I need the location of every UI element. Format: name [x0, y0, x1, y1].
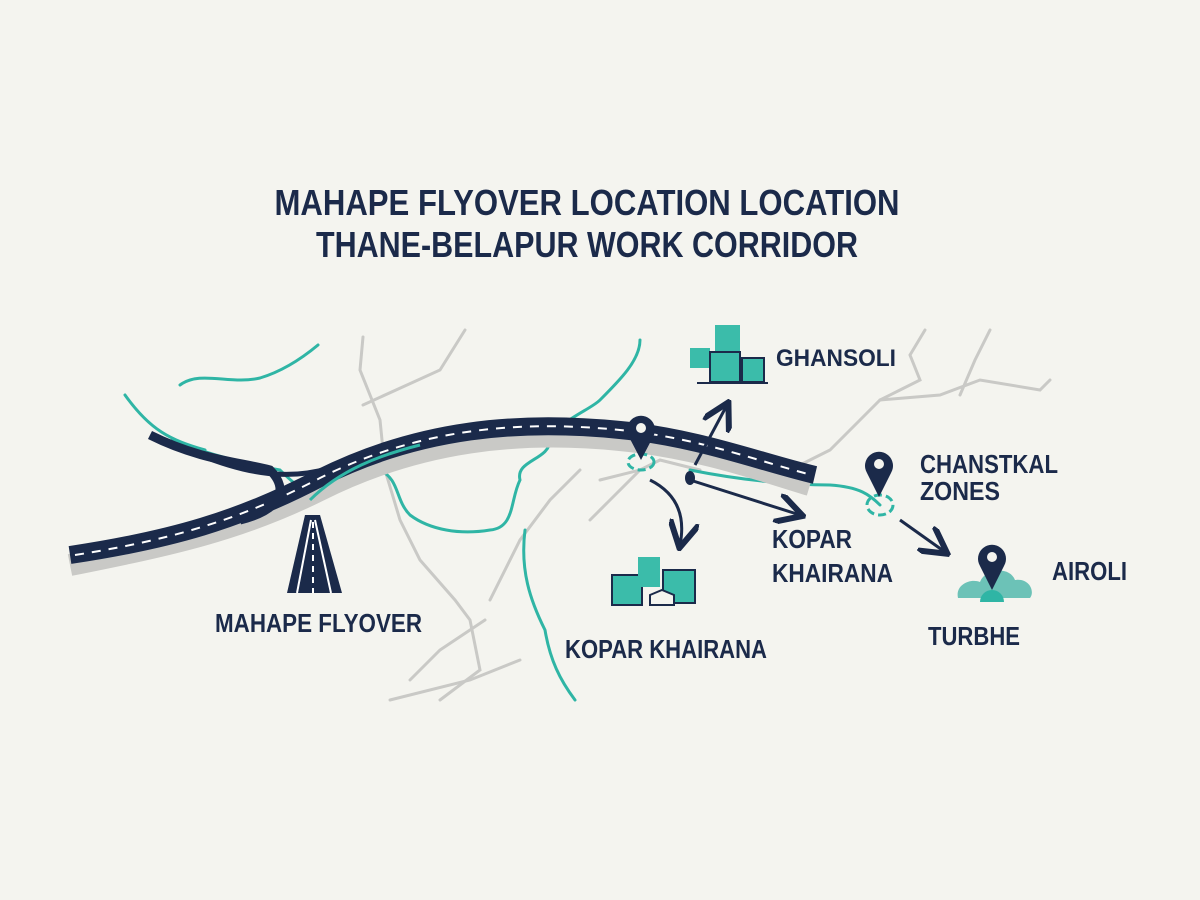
- title-line-2: THANE-BELAPUR WORK CORRIDOR: [316, 224, 858, 265]
- label-turbhe: TURBHE: [928, 621, 1020, 651]
- label-mahape-flyover: MAHAPE FLYOVER: [215, 608, 422, 638]
- map-pin-icon: [626, 415, 656, 472]
- label-khairana: KHAIRANA: [772, 558, 893, 588]
- label-kopar: KOPAR: [772, 524, 852, 554]
- junction-marker: [685, 471, 695, 485]
- building-icon: [690, 325, 768, 384]
- title-line-1: MAHAPE FLYOVER LOCATION LOCATION: [275, 182, 900, 223]
- label-ghansoli: GHANSOLI: [776, 345, 896, 372]
- road-icon: [287, 515, 342, 594]
- main-road: [67, 417, 818, 576]
- building-icon: [611, 557, 696, 606]
- label-airoli: AIROLI: [1052, 556, 1127, 586]
- label-chanstkal: CHANSTKAL: [920, 449, 1058, 479]
- arrow-icon: [649, 405, 945, 552]
- minor-roads: [358, 328, 1052, 702]
- map-pin-icon: [977, 544, 1006, 590]
- map-pin-icon: [865, 451, 895, 517]
- label-kopar-khairana: KOPAR KHAIRANA: [565, 634, 767, 664]
- label-zones: ZONES: [920, 476, 1000, 506]
